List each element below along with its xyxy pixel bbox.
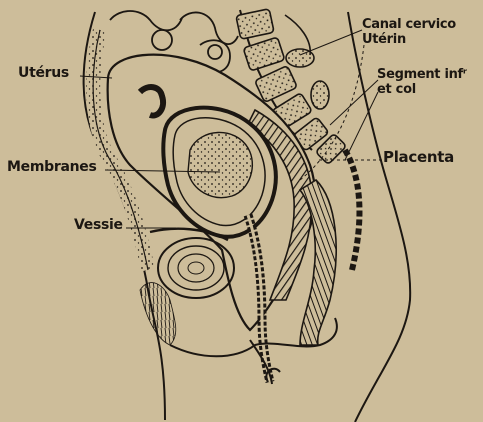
label-segment-inferieur: Segment infʳ et col (377, 67, 467, 97)
label-uterus: Utérus (18, 66, 69, 81)
label-canal-cervico-uterin: Canal cervico Utérin (362, 17, 456, 47)
label-canal-line1: Canal cervico (362, 17, 456, 32)
label-vessie: Vessie (74, 218, 123, 233)
label-placenta: Placenta (383, 150, 454, 165)
label-canal-line2: Utérin (362, 32, 456, 47)
label-segment-line2: et col (377, 82, 467, 97)
label-membranes: Membranes (7, 160, 96, 175)
fetal-mass (188, 132, 252, 197)
label-segment-line1: Segment infʳ (377, 67, 467, 82)
